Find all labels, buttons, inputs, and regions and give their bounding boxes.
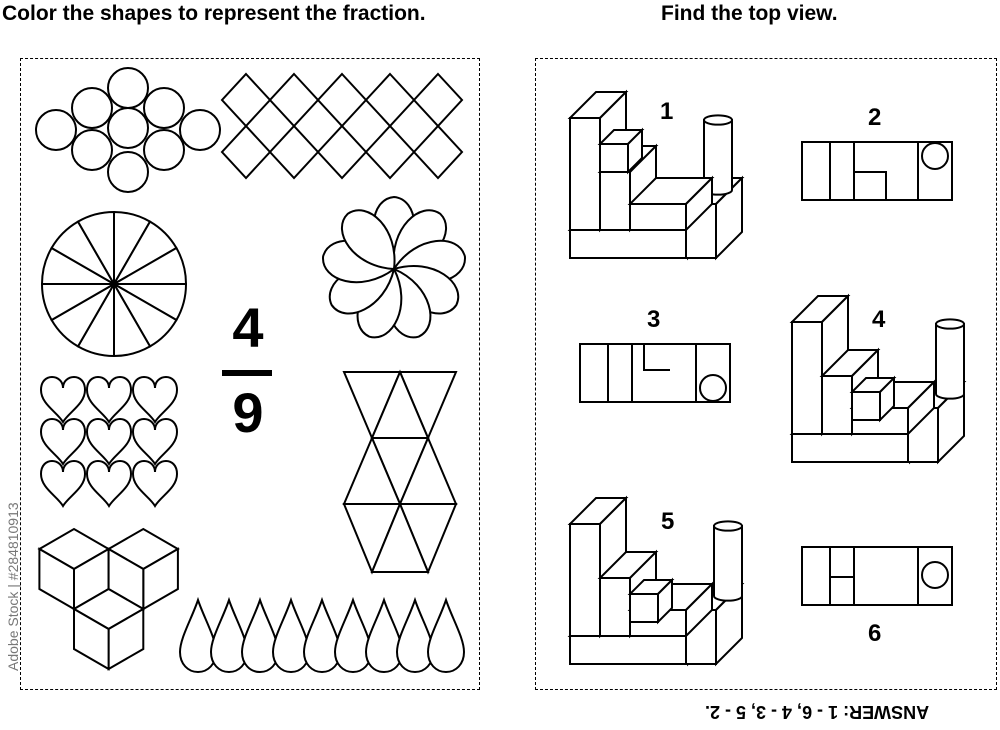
block-structure-4[interactable] [789, 288, 970, 465]
cylinder-top[interactable] [921, 561, 949, 589]
block-structure-1[interactable] [567, 84, 748, 261]
drop-piece[interactable] [209, 596, 249, 674]
circle-piece[interactable] [71, 87, 113, 129]
wedge-circle[interactable] [40, 210, 188, 358]
heart-piece[interactable] [39, 376, 87, 424]
drop-piece[interactable] [302, 596, 342, 674]
circle-piece[interactable] [143, 129, 185, 171]
circle-piece[interactable] [71, 129, 113, 171]
heart-piece[interactable] [85, 376, 133, 424]
petal-piece[interactable] [332, 201, 409, 282]
rhombus-piece[interactable] [38, 547, 75, 611]
mid-block-front[interactable] [599, 171, 631, 231]
circle-piece[interactable] [143, 87, 185, 129]
fraction-denominator: 9 [232, 381, 264, 444]
tall-block-front[interactable] [569, 117, 601, 231]
small-block-front[interactable] [629, 593, 659, 623]
diamond-piece[interactable] [364, 124, 416, 180]
cylinder-top[interactable] [699, 374, 727, 402]
heart-piece[interactable] [131, 418, 179, 466]
circle-group[interactable] [35, 67, 225, 196]
tall-block-front[interactable] [791, 321, 823, 435]
diamond-piece[interactable] [412, 72, 464, 128]
option-label-4: 4 [872, 306, 886, 333]
answer-key: ANSWER: 1 - 6, 4 - 3, 5 - 2. [705, 702, 930, 722]
small-block-front[interactable] [599, 143, 629, 173]
option-label-6: 6 [868, 620, 882, 647]
diamond-group[interactable] [220, 72, 466, 180]
cylinder-top[interactable] [921, 142, 949, 170]
diamond-piece[interactable] [364, 72, 416, 128]
stock-id-watermark: Adobe Stock | #284810913 [5, 502, 21, 671]
heart-piece[interactable] [85, 460, 133, 508]
circle-piece[interactable] [107, 107, 149, 149]
fraction-bar [222, 370, 272, 376]
step-line[interactable] [854, 171, 887, 200]
base-block-front[interactable] [569, 229, 689, 259]
heart-group[interactable] [39, 372, 179, 512]
diamond-piece[interactable] [316, 124, 368, 180]
circle-piece[interactable] [179, 109, 221, 151]
rhombus-piece[interactable] [73, 607, 110, 671]
triangle-piece[interactable] [370, 501, 430, 573]
drop-piece[interactable] [178, 596, 218, 674]
cylinder-body[interactable] [713, 525, 743, 602]
right-task-heading: Find the top view. [661, 2, 838, 25]
rhombus-group[interactable] [34, 527, 190, 683]
fraction-panel [20, 58, 480, 690]
option-label-3: 3 [647, 306, 661, 333]
drop-piece[interactable] [240, 596, 280, 674]
option-label-5: 5 [661, 508, 675, 535]
drop-piece[interactable] [426, 596, 466, 674]
option-label-2: 2 [868, 104, 882, 131]
diamond-piece[interactable] [412, 124, 464, 180]
top-view-2[interactable] [800, 140, 956, 204]
drop-piece[interactable] [364, 596, 404, 674]
circle-piece[interactable] [107, 67, 149, 109]
left-task-heading: Color the shapes to represent the fracti… [2, 2, 426, 25]
heart-piece[interactable] [39, 460, 87, 508]
drop-row[interactable] [178, 596, 468, 676]
step-line[interactable] [643, 344, 670, 371]
cylinder-body[interactable] [935, 323, 965, 400]
wedge-piece[interactable] [76, 210, 115, 288]
tall-block-front[interactable] [569, 523, 601, 637]
petal-flower[interactable] [318, 193, 470, 345]
low-block-front[interactable] [629, 203, 687, 231]
top-view-6[interactable] [800, 545, 956, 609]
diamond-piece[interactable] [220, 124, 272, 180]
heart-piece[interactable] [131, 460, 179, 508]
top-view-panel [535, 58, 997, 690]
heart-piece[interactable] [85, 418, 133, 466]
option-label-1: 1 [660, 98, 674, 125]
mid-block-front[interactable] [821, 375, 853, 435]
circle-piece[interactable] [107, 151, 149, 193]
heart-piece[interactable] [131, 376, 179, 424]
small-block-front[interactable] [851, 391, 881, 421]
diamond-piece[interactable] [268, 72, 320, 128]
base-block-front[interactable] [569, 635, 689, 665]
diamond-piece[interactable] [316, 72, 368, 128]
cylinder-top[interactable] [713, 520, 743, 532]
cylinder-top[interactable] [935, 318, 965, 330]
diamond-piece[interactable] [268, 124, 320, 180]
top-view-3[interactable] [578, 342, 734, 406]
diamond-piece[interactable] [220, 72, 272, 128]
fraction-numerator: 4 [232, 296, 264, 359]
heart-piece[interactable] [39, 418, 87, 466]
block-structure-5[interactable] [567, 490, 748, 667]
triangle-hexagon[interactable] [342, 369, 462, 576]
drop-piece[interactable] [395, 596, 435, 674]
base-block-front[interactable] [791, 433, 911, 463]
cylinder-top[interactable] [703, 114, 733, 126]
circle-piece[interactable] [35, 109, 77, 151]
drop-piece[interactable] [333, 596, 373, 674]
mid-block-front[interactable] [599, 577, 631, 637]
drop-piece[interactable] [271, 596, 311, 674]
